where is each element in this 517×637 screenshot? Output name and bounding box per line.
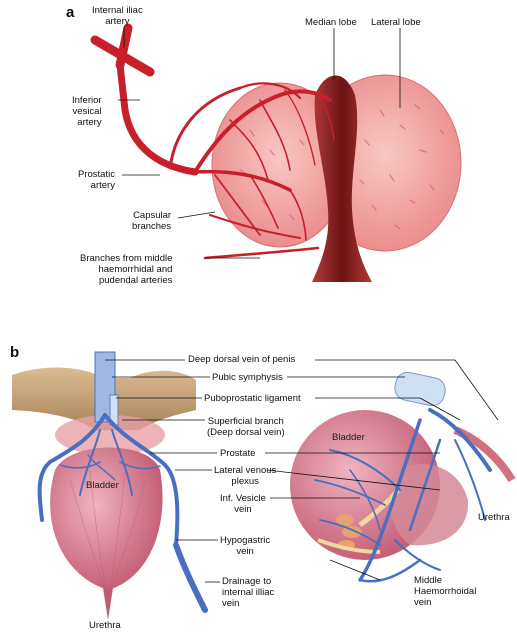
label-hypogastric-vein: Hypogastric vein bbox=[220, 535, 271, 557]
label-puboprostatic-ligament: Puboprostatic ligament bbox=[204, 393, 301, 404]
label-bladder-right: Bladder bbox=[332, 432, 365, 443]
label-urethra-right: Urethra bbox=[478, 512, 510, 523]
label-deep-dorsal-vein: Deep dorsal vein of penis bbox=[188, 354, 296, 365]
gland-texture bbox=[239, 104, 445, 230]
panel-b-leaders bbox=[105, 359, 499, 583]
label-lateral-lobe: Lateral lobe bbox=[371, 17, 421, 28]
label-prostate: Prostate bbox=[220, 448, 256, 459]
artery-network bbox=[90, 23, 335, 260]
label-pubic-symphysis: Pubic symphysis bbox=[212, 372, 283, 383]
panel-b-right-illustration bbox=[290, 371, 516, 583]
label-prostatic-artery: Prostatic artery bbox=[78, 169, 115, 191]
label-capsular-branches: Capsular branches bbox=[132, 210, 172, 232]
label-inferior-vesical-artery: Inferior vesical artery bbox=[72, 95, 102, 128]
label-drainage: Drainage to internal illiac vein bbox=[222, 576, 275, 609]
vein-network-right bbox=[314, 408, 492, 583]
label-median-lobe: Median lobe bbox=[305, 17, 357, 28]
label-branches-middle: Branches from middle haemorrhidal and pu… bbox=[80, 253, 173, 286]
panel-a-leaders bbox=[118, 27, 401, 259]
label-bladder-left: Bladder bbox=[86, 480, 119, 491]
panel-b-left-illustration bbox=[12, 351, 208, 620]
median-lobe-shape bbox=[312, 75, 372, 282]
bladder-left-shape bbox=[50, 447, 163, 590]
panel-b-letter: b bbox=[10, 344, 20, 361]
vein-network-left bbox=[37, 413, 208, 613]
panel-a-letter: a bbox=[66, 4, 75, 21]
label-middle-haemorrhoidal-vein: Middle Haemorrhoidal vein bbox=[414, 575, 477, 608]
label-internal-iliac-artery: Internal iliac artery bbox=[92, 5, 143, 27]
label-inf-vesicle-vein: Inf. Vesicle vein bbox=[220, 493, 266, 515]
panel-a-illustration bbox=[90, 23, 462, 282]
label-lateral-venous-plexus: Lateral venous plexus bbox=[214, 465, 277, 487]
label-urethra-left: Urethra bbox=[89, 620, 121, 631]
label-superficial-branch: Superficial branch (Deep dorsal vein) bbox=[207, 416, 285, 438]
